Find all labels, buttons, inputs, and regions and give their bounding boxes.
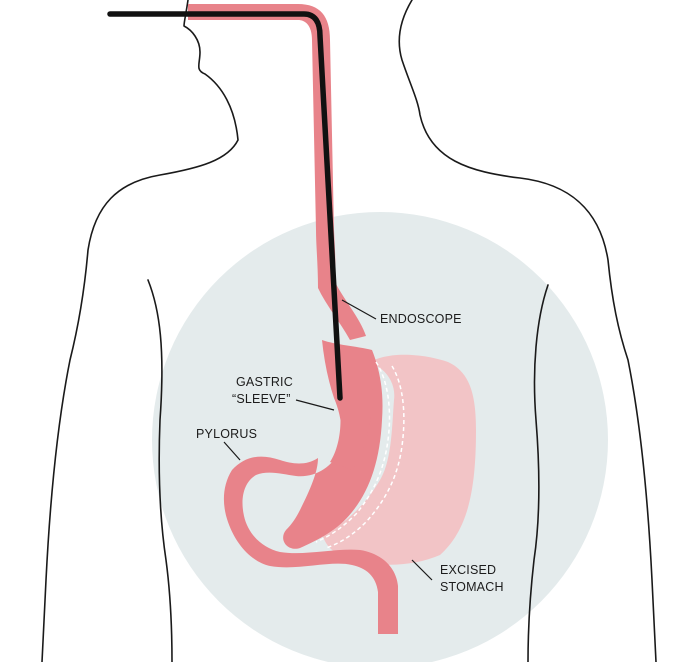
label-gastric-sleeve-line2: “SLEEVE”: [232, 392, 291, 406]
label-pylorus: PYLORUS: [196, 427, 257, 441]
label-excised-stomach-line2: STOMACH: [440, 580, 504, 594]
label-endoscope: ENDOSCOPE: [380, 312, 462, 326]
label-gastric-sleeve-line1: GASTRIC: [236, 375, 293, 389]
label-excised-stomach-line1: EXCISED: [440, 563, 496, 577]
